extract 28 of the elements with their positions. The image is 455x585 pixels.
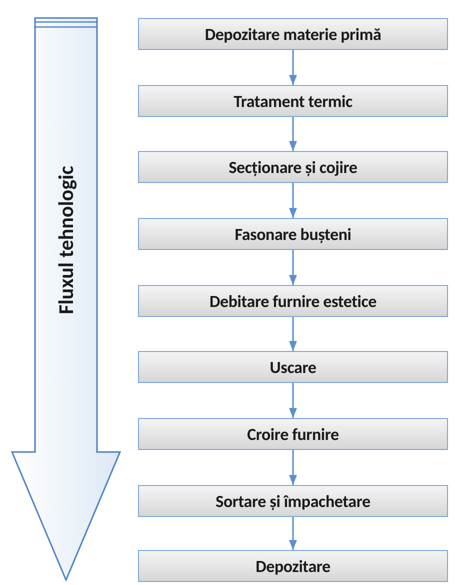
arrow: [289, 517, 297, 550]
step-label: Tratament termic: [234, 90, 352, 112]
step-label: Depozitare materie primă: [204, 24, 382, 44]
process-box: [138, 218, 448, 250]
process-box: [138, 151, 448, 183]
process-box: [138, 85, 448, 117]
arrow: [289, 250, 297, 285]
step-label: Fasonare bușteni: [234, 224, 352, 244]
flow-arrow: [10, 17, 122, 582]
step-label: Croire furnire: [247, 424, 339, 444]
step-label: Uscare: [270, 356, 316, 378]
process-box: [138, 550, 448, 582]
process-box: [138, 485, 448, 517]
arrow: [289, 317, 297, 351]
arrow: [289, 183, 297, 218]
step-label: Sortare și împachetare: [216, 490, 370, 512]
process-box: [138, 351, 448, 383]
arrow: [289, 117, 297, 151]
process-box: [138, 418, 448, 450]
arrow: [289, 50, 297, 85]
step-label: Depozitare: [256, 556, 330, 576]
arrow: [289, 383, 297, 418]
arrow: [289, 450, 297, 485]
arrow-label: Fluxul tehnologic: [53, 166, 79, 314]
process-box: [138, 18, 448, 50]
step-label: Secționare și cojire: [228, 156, 358, 178]
step-label: Debitare furnire estetice: [209, 290, 377, 312]
process-box: [138, 285, 448, 317]
